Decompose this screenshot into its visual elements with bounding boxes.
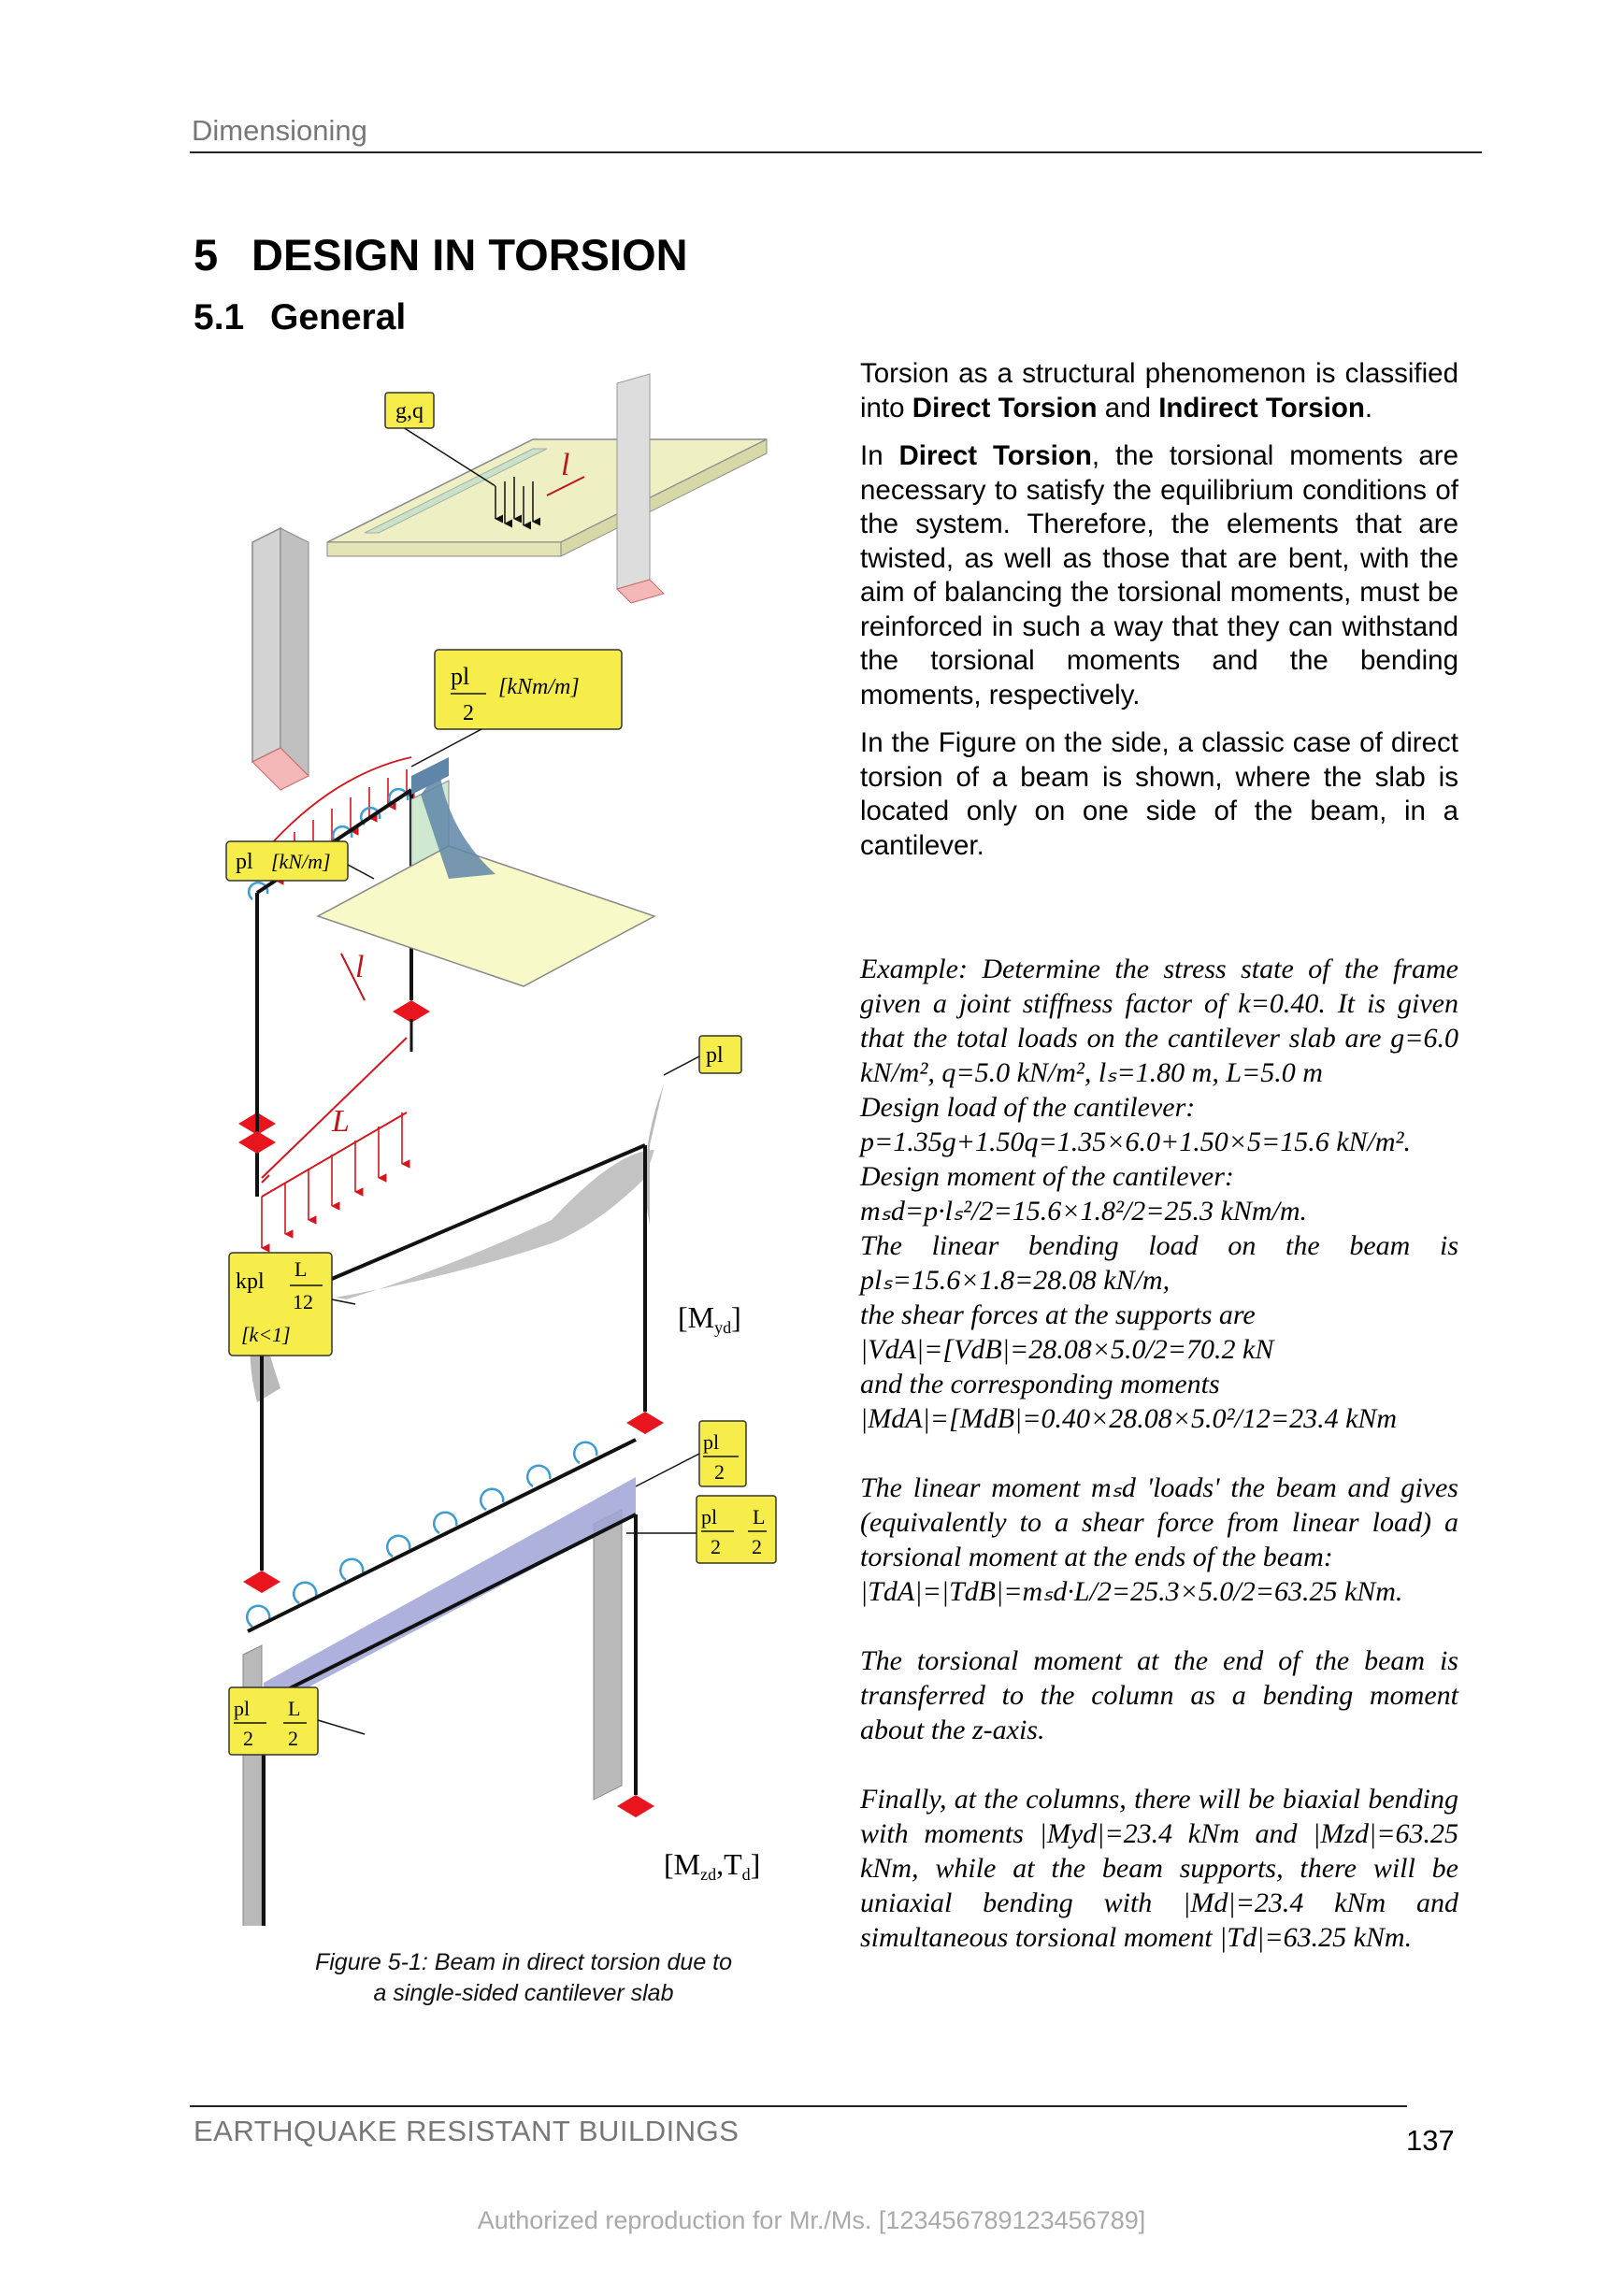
section-heading: 5.1 General <box>194 297 406 338</box>
panel-torsion-moments: pl 2 pl 2 L 2 <box>246 1420 777 1633</box>
svg-text:2: 2 <box>288 1727 298 1750</box>
panel-frame-line-load: L pl <box>238 1019 742 1253</box>
label-k-less-1: [k<1] <box>241 1323 291 1346</box>
panel-torsion-diagram: pl 2 L 2 [Mzd,Td] <box>228 1477 760 1926</box>
example-line: Example: Determine the stress state of t… <box>860 954 1458 1088</box>
svg-text:pl: pl <box>701 1505 717 1528</box>
label-box-pls2-L2-left <box>228 1686 319 1756</box>
label-box-pls2-top <box>434 649 623 730</box>
svg-text:2: 2 <box>711 1535 721 1558</box>
example-block: Example: Determine the stress state of t… <box>860 952 1458 1436</box>
example-line: the shear forces at the supports are <box>860 1299 1256 1330</box>
header-rule <box>190 151 1482 153</box>
chapter-heading: 5 DESIGN IN TORSION <box>194 229 688 280</box>
label-ls-top: l <box>561 448 569 482</box>
example-line: Design moment of the cantilever: <box>860 1161 1234 1192</box>
footer-rule <box>190 2105 1407 2107</box>
svg-text:pl: pl <box>706 1043 724 1068</box>
label-Myd: [Myd] <box>678 1300 741 1337</box>
example-line: |MdA|=[MdB|=0.40×28.08×5.0²/12=23.4 kNm <box>860 1403 1398 1434</box>
svg-text:L: L <box>753 1505 765 1528</box>
label-box-pls2-L2-right <box>696 1495 777 1564</box>
panel-bending-moment: kpl L 12 [k<1] [Myd] <box>228 1084 741 1593</box>
body-text: Torsion as a structural phenomenon is cl… <box>860 357 1458 877</box>
example-transfer-paragraph: The torsional moment at the end of the b… <box>860 1645 1458 1745</box>
example-line: Design load of the cantilever: <box>860 1092 1196 1123</box>
label-box-kpl <box>228 1252 333 1356</box>
chapter-number: 5 <box>194 230 219 280</box>
example-final-paragraph: Finally, at the columns, there will be b… <box>860 1784 1458 1953</box>
footer-title: EARTHQUAKE RESISTANT BUILDINGS <box>194 2115 740 2147</box>
watermark: Authorized reproduction for Mr./Ms. [123… <box>477 2206 1146 2234</box>
svg-text:pl: pl <box>234 1697 250 1720</box>
label-Mzd-Td: [Mzd,Td] <box>664 1847 760 1884</box>
svg-text:12: 12 <box>293 1290 313 1313</box>
svg-text:L: L <box>294 1257 307 1281</box>
panel-cantilever-load: pl 2 [kNm/m] <box>225 649 656 1135</box>
label-kN-m: [kN/m] <box>271 850 331 873</box>
paragraph-1: Torsion as a structural phenomenon is cl… <box>860 358 1458 423</box>
paragraph-2: In Direct Torsion, the torsional moments… <box>860 440 1458 710</box>
paragraph-3: In the Figure on the side, a classic cas… <box>860 727 1458 861</box>
label-pls2-top: pl <box>451 663 469 690</box>
label-L-span: L <box>331 1104 350 1139</box>
example-line: and the corresponding moments <box>860 1369 1220 1399</box>
svg-text:2: 2 <box>463 701 474 725</box>
svg-text:kpl: kpl <box>236 1270 265 1294</box>
panel-3d-structure: g,q l <box>251 373 768 791</box>
section-title: General <box>270 297 407 337</box>
svg-text:2: 2 <box>714 1460 725 1484</box>
label-box-pls <box>698 1035 742 1074</box>
example-line: |VdA|=[VdB|=28.08×5.0/2=70.2 kN <box>860 1334 1274 1365</box>
svg-text:2: 2 <box>243 1727 253 1750</box>
example-text: Example: Determine the stress state of t… <box>860 952 1458 1989</box>
label-gq: g,q <box>395 399 424 423</box>
chapter-title: DESIGN IN TORSION <box>251 230 688 280</box>
label-box-gq <box>384 392 435 429</box>
label-kNm-m: [kNm/m] <box>498 675 580 699</box>
figure-5-1: g,q l pl 2 [kNm/m] <box>224 355 813 1926</box>
label-box-pls-kN <box>225 840 349 882</box>
svg-text:pl: pl <box>236 850 253 874</box>
figure-caption: Figure 5-1: Beam in direct torsion due t… <box>314 1949 733 2006</box>
example-line: The linear bending load on the beam is p… <box>860 1230 1458 1296</box>
running-header: Dimensioning <box>192 114 367 147</box>
svg-text:L: L <box>288 1697 300 1720</box>
page-number: 137 <box>1406 2124 1455 2157</box>
section-number: 5.1 <box>194 297 245 337</box>
label-ls-cantilever: l <box>355 950 364 984</box>
svg-text:pl: pl <box>703 1430 719 1454</box>
frame-torsion-illustration: g,q l pl 2 [kNm/m] <box>225 373 777 1926</box>
example-torsion-paragraph: The linear moment mₛd 'loads' the beam a… <box>860 1472 1458 1607</box>
torsion-equation: |TdA|=|TdB|=mₛd·L/2=25.3×5.0/2=63.25 kNm… <box>860 1576 1403 1607</box>
svg-text:2: 2 <box>752 1535 762 1558</box>
example-line: mₛd=p·lₛ²/2=15.6×1.8²/2=25.3 kNm/m. <box>860 1196 1308 1227</box>
example-line: p=1.35g+1.50q=1.35×6.0+1.50×5=15.6 kN/m²… <box>860 1126 1412 1157</box>
